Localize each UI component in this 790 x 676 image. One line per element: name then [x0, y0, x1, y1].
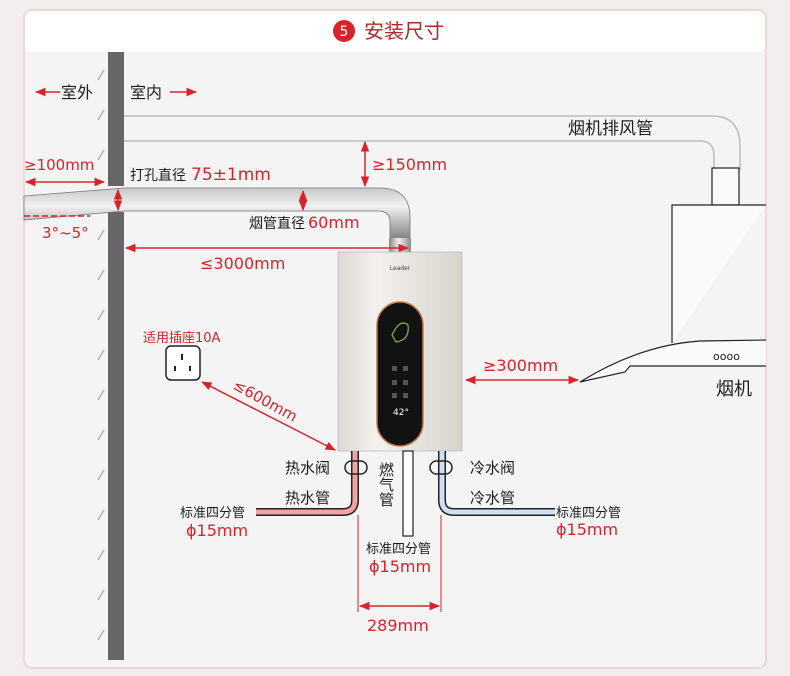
cold-pipe: [439, 451, 555, 515]
wall: [97, 52, 124, 660]
header-bar: [25, 11, 765, 52]
pipe-right-dim: ϕ15mm: [556, 520, 618, 539]
hood-duct-label: 烟机排风管: [568, 119, 653, 139]
gas-pipe: [402, 450, 414, 537]
hot-pipe-label: 热水管: [285, 489, 330, 507]
socket-holes: [174, 354, 191, 371]
section-header: 5 安装尺寸: [333, 19, 444, 43]
flue-length-dim: ≤3000mm: [200, 254, 285, 273]
heater-brand: Leader: [390, 265, 411, 272]
above-gap-dim: ≥150mm: [372, 155, 447, 174]
outside-min-dim: ≥100mm: [24, 156, 94, 174]
cold-pipe-label: 冷水管: [470, 489, 515, 507]
socket-distance-arrow: [201, 381, 336, 451]
hood-duct-outer: [124, 115, 741, 170]
pipe-spacing-dim: 289mm: [367, 616, 429, 635]
flue-collar: [389, 238, 411, 252]
hole-diameter-label: 打孔直径: [130, 167, 186, 184]
control-panel: [376, 301, 424, 447]
pipe-center-dim: ϕ15mm: [369, 557, 431, 576]
hot-pipe: [256, 451, 358, 515]
cold-valve-icon: [429, 460, 453, 475]
hole-diameter-value: 75±1mm: [191, 165, 271, 185]
hood-duct-inner: [124, 140, 715, 170]
hood-label: 烟机: [716, 379, 752, 400]
step-badge: [333, 20, 355, 42]
socket-label: 适用插座10A: [143, 331, 221, 346]
hood-collar: [711, 167, 740, 206]
std-pipe-center-label: 标准四分管: [366, 542, 431, 557]
hood-distance-dim: ≥300mm: [483, 356, 558, 375]
hot-valve-label: 热水阀: [285, 459, 330, 477]
std-pipe-right-label: 标准四分管: [556, 506, 621, 521]
water-heater: Leader 42°: [337, 251, 463, 452]
hot-valve-icon: [344, 460, 368, 475]
outdoor-text: 室外: [61, 83, 93, 102]
temperature-display: 42°: [393, 408, 409, 418]
cold-valve-label: 冷水阀: [470, 459, 515, 477]
hood-canopy: [579, 339, 767, 383]
hood-buttons: oooo: [713, 350, 740, 363]
flue-diameter-label: 烟管直径: [249, 215, 305, 232]
slope-dim: 3°~5°: [42, 224, 89, 242]
pipe-left-dim: ϕ15mm: [186, 521, 248, 540]
flue-diameter-value: 60mm: [308, 213, 360, 232]
hood-body: [671, 204, 766, 343]
page-title: 安装尺寸: [364, 19, 444, 43]
touch-buttons: [392, 366, 408, 398]
leaf-icon: [391, 322, 409, 343]
outdoor-label: 室外: [34, 83, 93, 102]
socket-icon: [165, 345, 201, 381]
gas-pipe-label: 燃气管: [377, 461, 395, 507]
step-number: 5: [340, 24, 349, 40]
std-pipe-left-label: 标准四分管: [180, 506, 245, 521]
indoor-label: 室内: [130, 83, 198, 102]
indoor-text: 室内: [130, 83, 162, 102]
